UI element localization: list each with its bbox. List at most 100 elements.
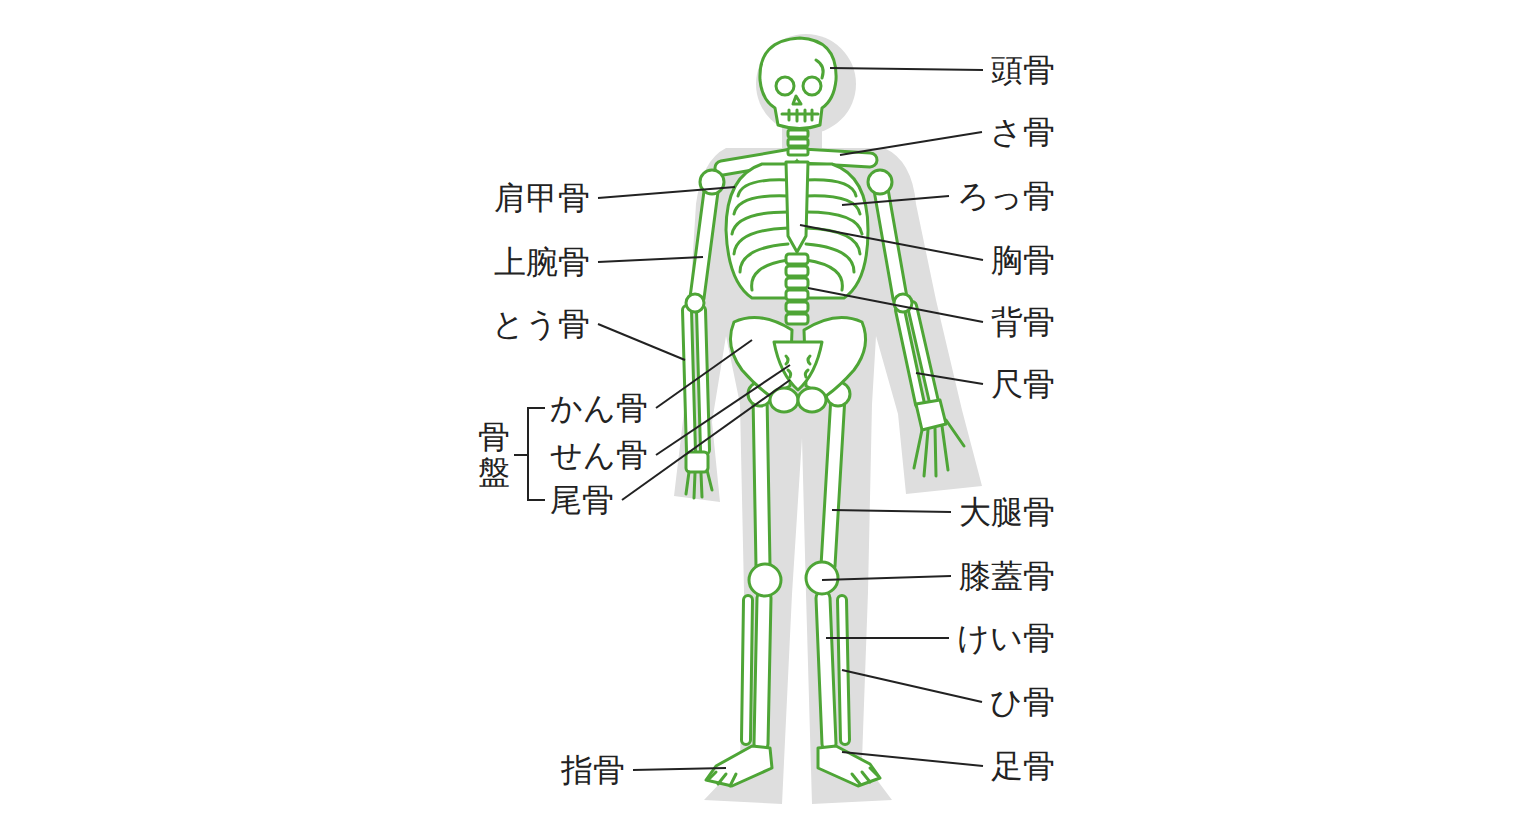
bone-outline xyxy=(828,396,838,566)
bone-outline xyxy=(823,598,829,744)
joint-heads xyxy=(686,294,704,312)
leader-line xyxy=(598,257,703,262)
bone-label: 大腿骨 xyxy=(959,493,1055,531)
leader-line xyxy=(842,752,983,766)
bone-label: 指骨 xyxy=(561,751,625,789)
hands xyxy=(914,420,964,476)
bone-inner xyxy=(802,156,870,160)
bone-inner xyxy=(760,396,763,566)
leader-line xyxy=(800,225,983,260)
bone-inner xyxy=(697,184,712,298)
hands xyxy=(686,400,964,498)
bone-label: さ骨 xyxy=(990,113,1055,151)
bone-inner xyxy=(828,396,838,566)
bone-label: ろっ骨 xyxy=(957,177,1055,215)
bone-inner xyxy=(687,306,934,740)
neck-vertebrae xyxy=(788,148,808,155)
leader-line xyxy=(633,768,726,770)
leader-line xyxy=(656,365,790,455)
spine xyxy=(786,314,808,324)
skull xyxy=(776,77,794,95)
bone-inner xyxy=(697,156,900,744)
bone-outline xyxy=(687,306,934,740)
skull xyxy=(803,77,821,95)
bone-outline xyxy=(761,598,764,744)
bone-label: ひ骨 xyxy=(990,683,1055,721)
skull xyxy=(816,60,823,78)
feet xyxy=(852,768,878,784)
leader-line xyxy=(656,340,752,408)
ribcage xyxy=(732,180,788,290)
pelvis-bracket xyxy=(514,408,545,500)
neck-vertebrae xyxy=(788,139,808,146)
joint-heads xyxy=(749,564,781,596)
leader-line xyxy=(822,576,951,580)
bone-label: せん骨 xyxy=(550,436,648,474)
body-silhouette xyxy=(674,148,982,804)
spine xyxy=(786,254,808,324)
bone-label: 胸骨 xyxy=(991,241,1055,279)
bone-outline xyxy=(760,396,763,566)
skull xyxy=(793,96,801,104)
bone-label: けい骨 xyxy=(957,619,1055,657)
bone-label: とう骨 xyxy=(492,305,590,343)
pelvis xyxy=(798,388,826,412)
neck-vertebrae xyxy=(788,130,808,137)
spine xyxy=(786,266,808,276)
joint-heads xyxy=(894,294,912,312)
bone-label: 背骨 xyxy=(991,303,1055,341)
body-silhouette xyxy=(756,34,856,134)
pelvis xyxy=(786,356,810,377)
bone-inner xyxy=(912,306,934,402)
bone-outline xyxy=(701,310,705,450)
leader-line xyxy=(598,187,735,198)
hands xyxy=(686,470,712,498)
feet xyxy=(708,772,736,786)
bone-label: 膝蓋骨 xyxy=(959,557,1055,595)
pelvis xyxy=(774,342,822,390)
bone-label: 上腕骨 xyxy=(494,243,590,281)
joint-heads xyxy=(806,562,838,594)
spine xyxy=(786,254,808,264)
leader-line xyxy=(916,373,983,384)
pelvis xyxy=(730,318,865,413)
feet xyxy=(706,746,772,786)
bone-outline xyxy=(746,600,748,740)
ribcage xyxy=(786,162,808,252)
bone-outline xyxy=(697,184,712,298)
spine xyxy=(786,302,808,312)
bone-outline xyxy=(802,156,870,160)
pelvis-bracket xyxy=(514,408,545,500)
bone-inner xyxy=(761,598,764,744)
leader-line xyxy=(830,68,983,70)
bone-inner xyxy=(701,310,705,450)
bone-label: 肩甲骨 xyxy=(494,179,590,217)
group-label: 骨盤 xyxy=(478,420,510,490)
leader-line xyxy=(840,132,982,155)
leader-line xyxy=(598,324,685,360)
leader-line xyxy=(842,196,949,205)
bone-inner xyxy=(746,600,748,740)
bone-label: 尾骨 xyxy=(550,481,614,519)
neck-vertebrae xyxy=(788,130,808,155)
spine xyxy=(786,290,808,300)
feet xyxy=(706,746,880,786)
bone-label: 尺骨 xyxy=(991,365,1055,403)
bone-label: かん骨 xyxy=(550,389,648,427)
bone-inner xyxy=(823,598,829,744)
body-silhouette xyxy=(674,34,982,804)
spine xyxy=(786,278,808,288)
skull xyxy=(760,38,836,129)
bone-label: 頭骨 xyxy=(991,51,1055,89)
skull xyxy=(760,38,836,129)
leader-line xyxy=(832,510,951,512)
leader-line xyxy=(826,637,949,639)
hands xyxy=(686,452,708,472)
joint-heads xyxy=(868,170,892,194)
skull xyxy=(782,110,818,121)
leader-line xyxy=(842,670,982,702)
ribcage xyxy=(726,162,868,298)
